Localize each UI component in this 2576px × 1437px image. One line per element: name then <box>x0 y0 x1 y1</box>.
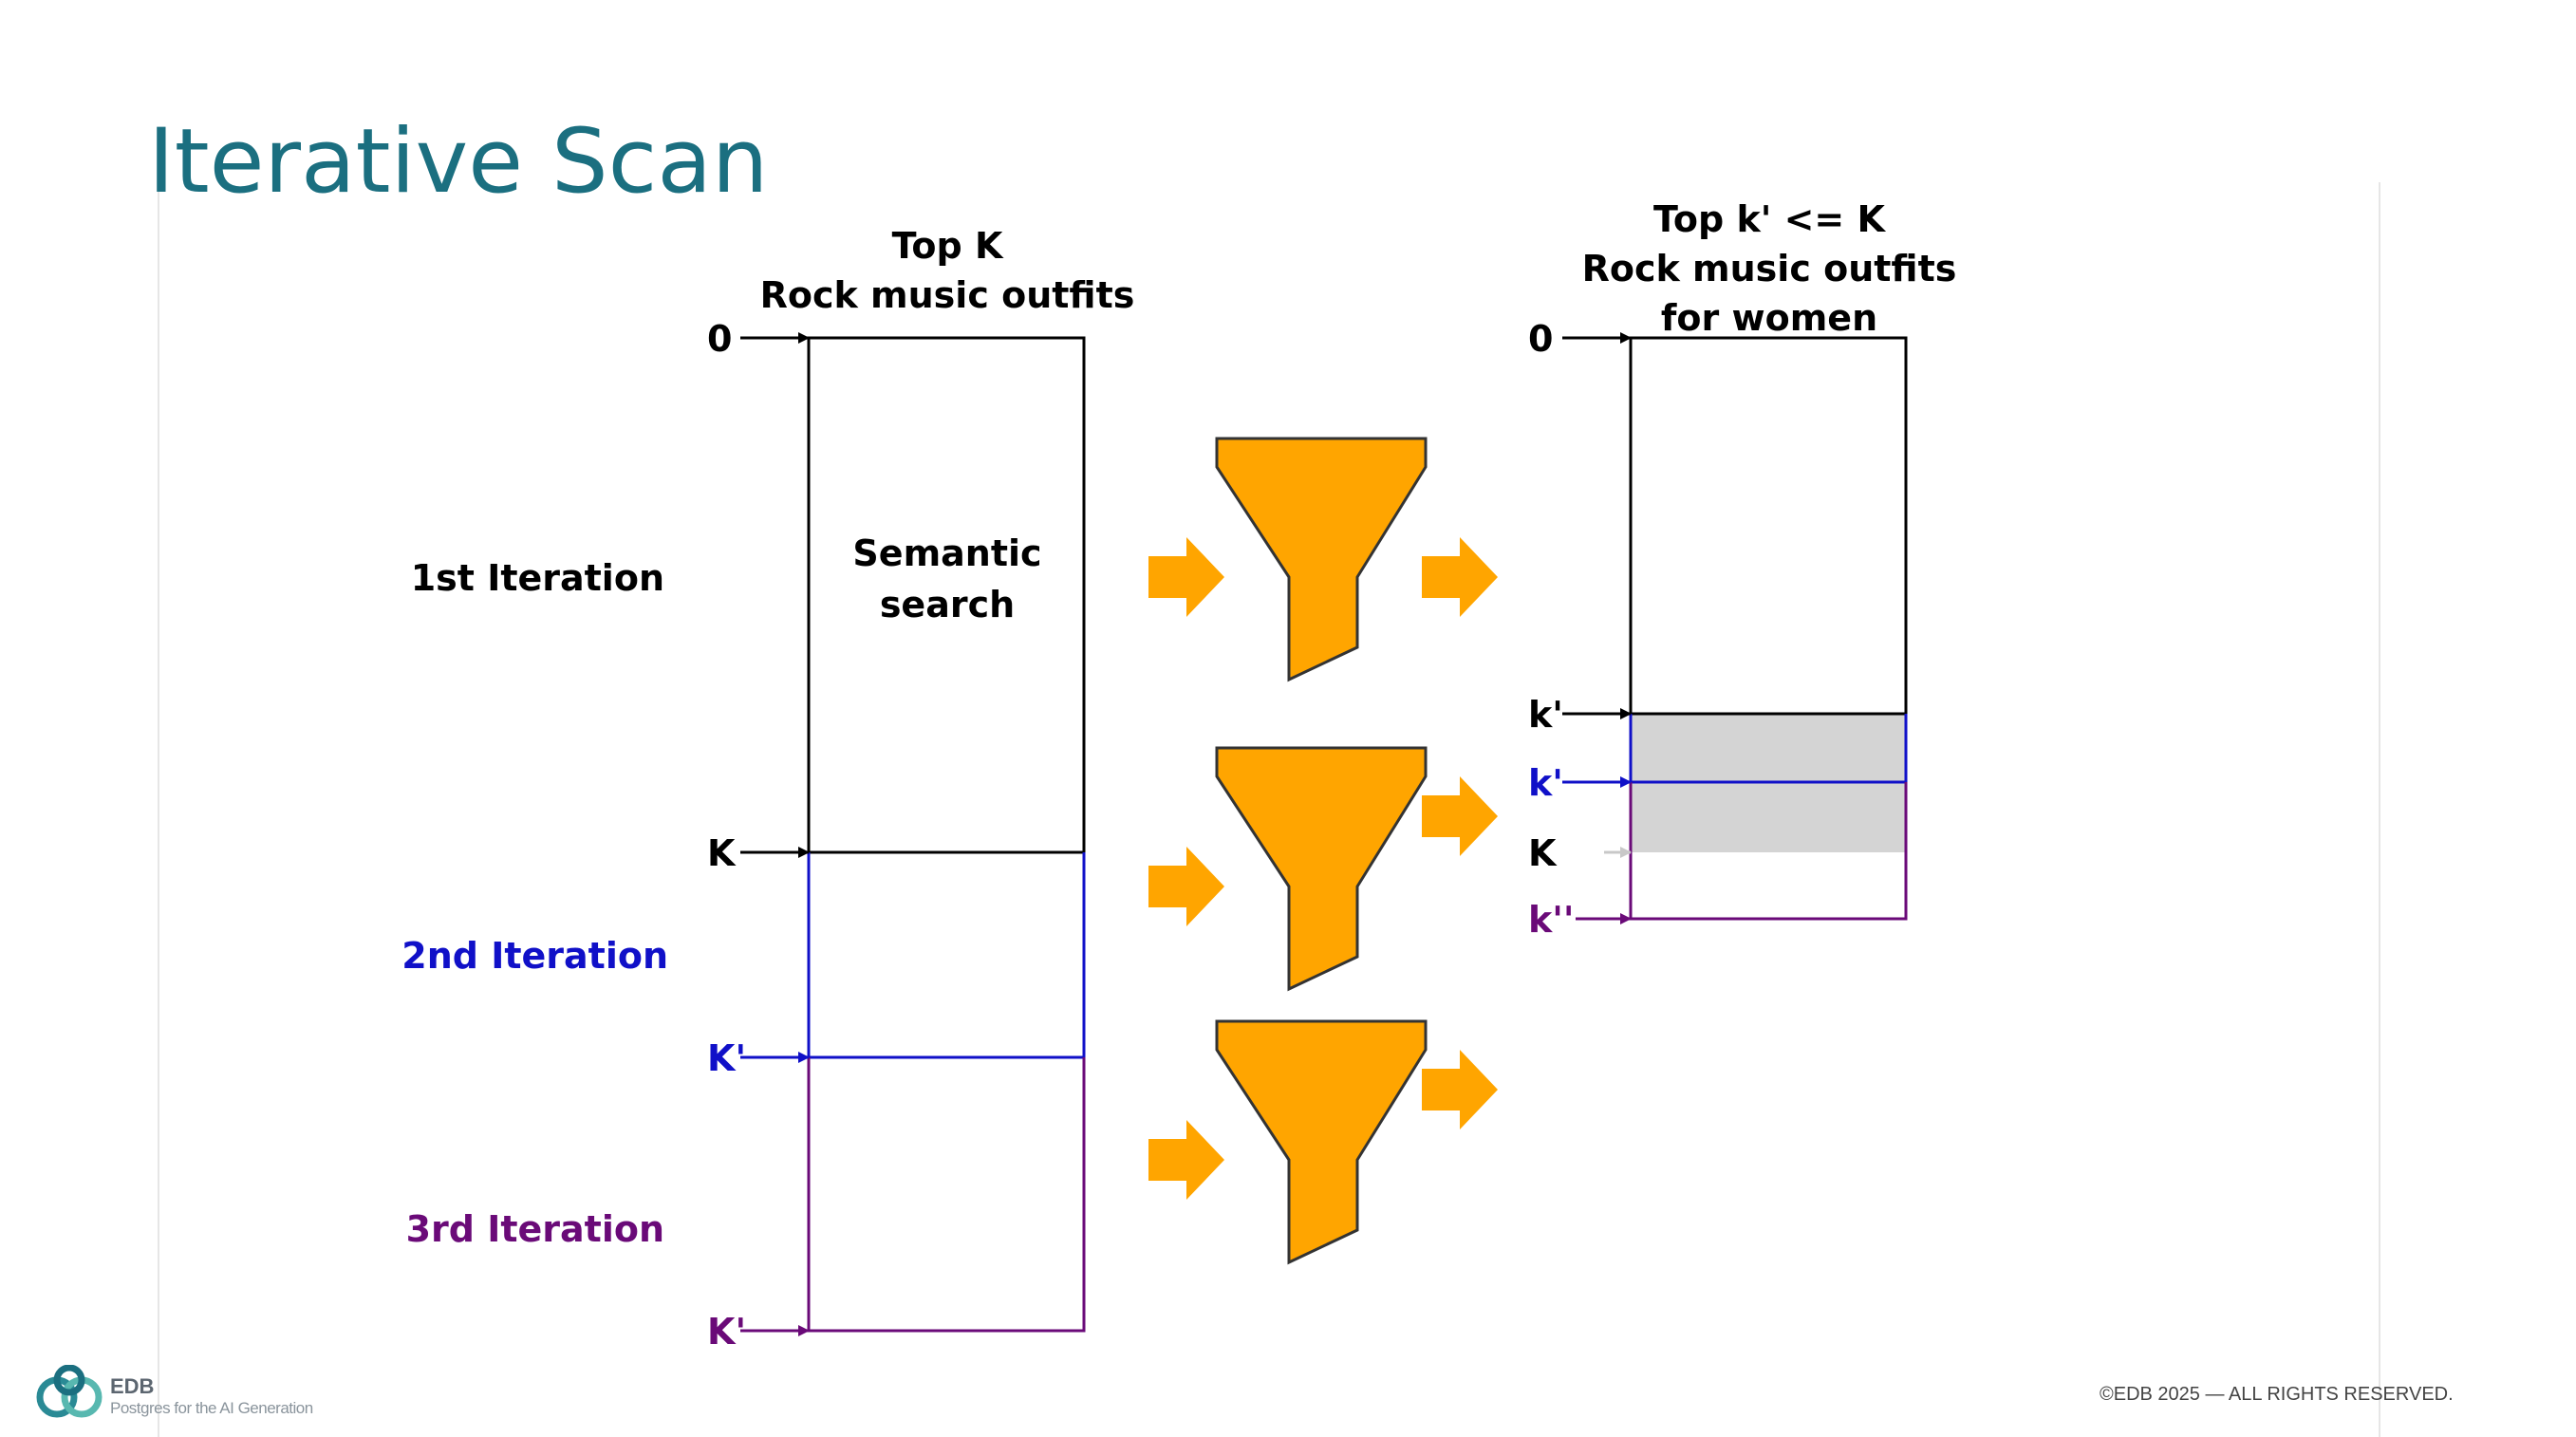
right-marker-k-prime-black: k' <box>1528 694 1563 736</box>
left-marker-k: K <box>707 832 737 874</box>
right-marker-k-prime-blue: k' <box>1528 762 1563 804</box>
left-marker-k-prime-blue: K' <box>707 1037 746 1079</box>
right-marker-k-double-prime: k'' <box>1528 899 1575 941</box>
output-arrow-1 <box>1422 537 1498 617</box>
first-iteration-label: 1st Iteration <box>411 557 664 599</box>
result-blue-section <box>1629 714 1908 784</box>
logo-name: EDB <box>110 1374 155 1398</box>
third-iteration-label: 3rd Iteration <box>406 1208 664 1250</box>
right-header-line-1: Top k' <= K <box>1653 198 1886 240</box>
filter-funnel-3-icon <box>1215 1019 1428 1265</box>
input-arrow-3 <box>1148 1120 1224 1200</box>
first-iteration-box <box>807 336 1086 854</box>
semantic-search-label-1: Semantic <box>852 532 1041 574</box>
left-marker-k-prime-purple: K' <box>707 1311 746 1353</box>
right-header-line-3: for women <box>1661 297 1877 339</box>
output-arrow-3 <box>1422 1050 1498 1129</box>
right-guide-line <box>2379 182 2380 1437</box>
logo-tagline: Postgres for the AI Generation <box>110 1399 313 1417</box>
left-marker-zero: 0 <box>707 318 732 360</box>
left-header-line-2: Rock music outfits <box>760 274 1135 316</box>
slide-title: Iterative Scan <box>148 110 769 214</box>
input-arrow-2 <box>1148 847 1224 926</box>
filter-funnel-1-icon <box>1215 437 1428 682</box>
right-marker-k: K <box>1528 832 1558 874</box>
filter-funnel-2-icon <box>1215 746 1428 992</box>
edb-logo-icon <box>36 1365 103 1418</box>
input-arrow-1 <box>1148 537 1224 617</box>
result-box <box>1629 336 1908 716</box>
right-header-line-2: Rock music outfits <box>1582 248 1957 289</box>
third-iteration-box <box>807 1057 1086 1333</box>
copyright-notice: ©EDB 2025 — ALL RIGHTS RESERVED. <box>2100 1384 2454 1405</box>
second-iteration-label: 2nd Iteration <box>401 935 668 977</box>
left-guide-line <box>158 182 159 1437</box>
output-arrow-2 <box>1422 776 1498 856</box>
left-header-line-1: Top K <box>892 225 1004 267</box>
semantic-search-label-2: search <box>880 584 1015 625</box>
second-iteration-box <box>807 852 1086 1059</box>
right-marker-zero: 0 <box>1528 318 1553 360</box>
